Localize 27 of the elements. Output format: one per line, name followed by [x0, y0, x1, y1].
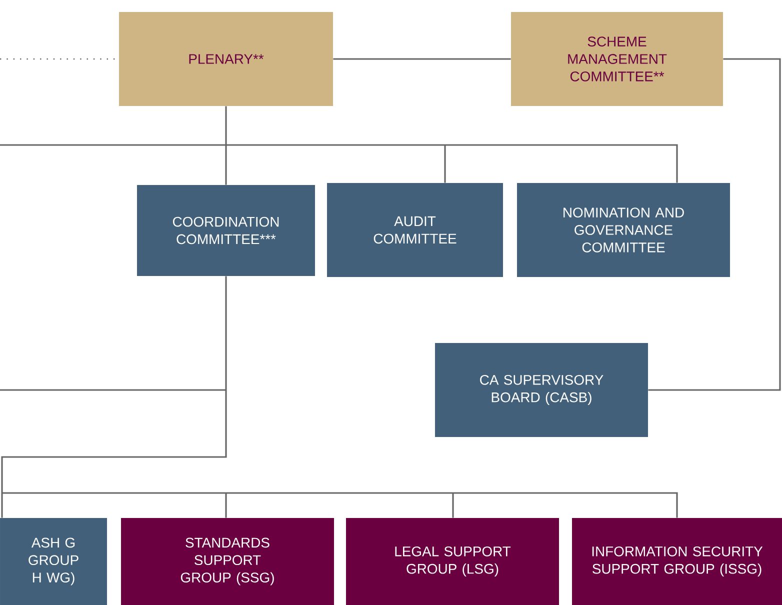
committee-box: NOMINATION AND GOVERNANCE COMMITTEE [517, 183, 730, 277]
connector-line [225, 276, 227, 390]
governing-body-box: PLENARY** [119, 12, 333, 106]
connector-line [225, 145, 227, 185]
connector-line [225, 493, 227, 518]
connector-line [226, 144, 445, 146]
support-group-box: LEGAL SUPPORT GROUP (LSG) [346, 518, 559, 605]
connector-line [452, 493, 454, 518]
committee-box: CA SUPERVISORY BOARD (CASB) [435, 343, 648, 437]
support-group-box: STANDARDS SUPPORT GROUP (SSG) [121, 518, 334, 605]
connector-line [648, 58, 781, 391]
committee-box: ASH G GROUP H WG) [0, 518, 107, 605]
connector-line [0, 389, 226, 391]
connector-line [333, 58, 511, 60]
committee-box: COORDINATION COMMITTEE*** [137, 185, 315, 276]
connector-line [453, 492, 678, 518]
connector-line [445, 144, 678, 183]
connector-line [2, 492, 226, 494]
committee-box: AUDIT COMMITTEE [327, 183, 503, 277]
connector-line [0, 144, 226, 146]
connector-line [444, 145, 446, 183]
governing-body-box: SCHEME MANAGEMENT COMMITTEE** [511, 12, 723, 106]
connector-line [1, 493, 3, 518]
connector-line [225, 106, 227, 145]
connector-line [1, 390, 227, 493]
support-group-box: INFORMATION SECURITY SUPPORT GROUP (ISSG) [572, 518, 782, 605]
connector-line [226, 492, 453, 494]
